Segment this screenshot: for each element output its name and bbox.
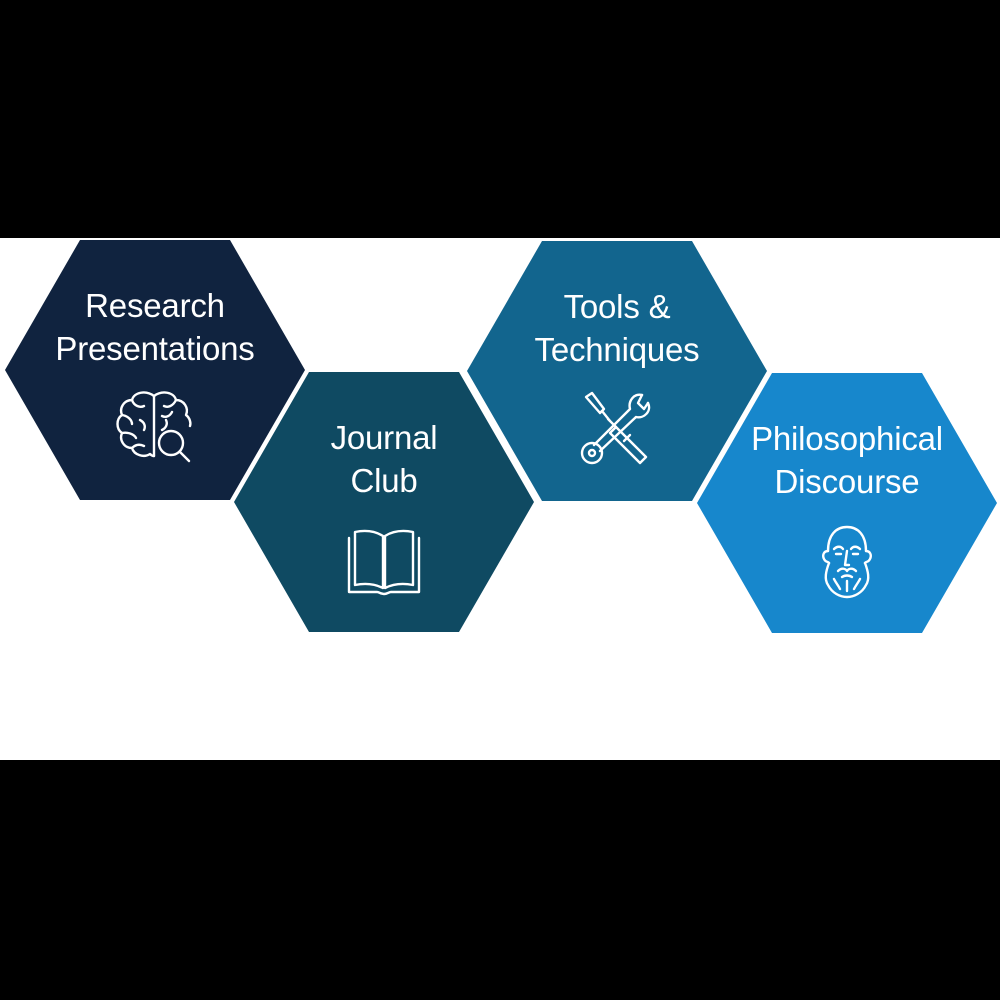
hexagon-label-line-2: Club (350, 462, 418, 499)
philosopher-bust-icon (802, 515, 892, 605)
hexagon-label-line-1: Tools & (563, 288, 671, 325)
hexagon-label-line-1: Research (85, 287, 225, 324)
hexagon-label-line-2: Presentations (55, 330, 255, 367)
hexagon-research-presentations: Research Presentations (5, 240, 305, 500)
hexagon-label-line-1: Philosophical (751, 420, 943, 457)
brain-magnifier-icon (110, 382, 200, 472)
hexagon-label: Journal Club (234, 416, 534, 502)
hexagon-label: Philosophical Discourse (697, 417, 997, 503)
hexagon-label: Tools & Techniques (467, 285, 767, 371)
open-book-icon (339, 514, 429, 604)
hexagon-tools-techniques: Tools & Techniques (467, 241, 767, 501)
wrench-screwdriver-icon (572, 383, 662, 473)
hexagon-label-line-1: Journal (330, 419, 438, 456)
hexagon-label-line-2: Techniques (534, 331, 700, 368)
hexagon-label-line-2: Discourse (774, 463, 920, 500)
hexagon-label: Research Presentations (5, 284, 305, 370)
